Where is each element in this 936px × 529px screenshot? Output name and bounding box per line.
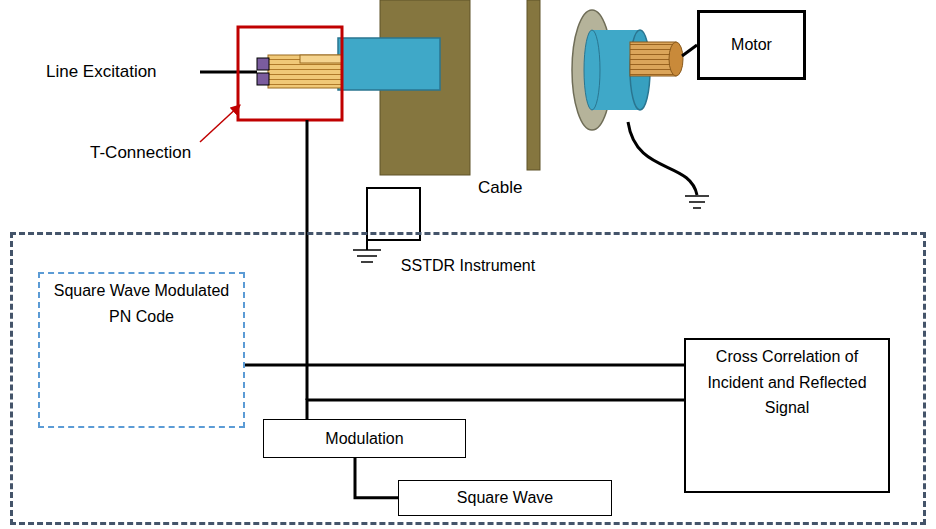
conductor-tip (669, 42, 683, 76)
cable-jacket-break (527, 0, 540, 170)
insulation-edge (584, 30, 600, 110)
correlator-box: Cross Correlation of Incident and Reflec… (684, 338, 890, 493)
motor-lead (682, 45, 697, 56)
insulation (338, 38, 440, 90)
ground-symbol (693, 207, 701, 209)
excitation-lead (200, 71, 257, 74)
ground-symbol (361, 261, 373, 263)
node-text: Cross Correlation of Incident and Reflec… (694, 344, 880, 421)
terminal (257, 73, 269, 85)
signal-label: Line Excitation (46, 62, 157, 82)
callout-arrow (200, 105, 240, 142)
signal-wire (307, 400, 684, 419)
ground-symbol (685, 195, 709, 197)
ground-symbol (689, 201, 705, 203)
ground-lead (366, 240, 368, 250)
node-text: Square Wave (457, 485, 553, 511)
tap-wire (306, 120, 309, 400)
t-connection-box (238, 27, 342, 120)
square-wave-box: Square Wave (398, 480, 612, 516)
conductor-strands (268, 55, 342, 88)
part-label: Cable (478, 178, 522, 198)
ground-wire (628, 122, 697, 195)
instrument-group: SSTDR InstrumentSquare Wave Modulated PN… (10, 232, 926, 525)
conductor-tab (300, 55, 342, 63)
signal-wire (355, 458, 398, 498)
motor-box: Motor (697, 10, 806, 80)
modulation-box: Modulation (263, 419, 466, 458)
callout-label: T-Connection (90, 143, 191, 163)
signal-wire (245, 364, 684, 367)
ground-symbol (357, 255, 377, 257)
node-text: Square Wave Modulated PN Code (48, 278, 235, 329)
ground-symbol (353, 249, 381, 251)
terminal (257, 58, 269, 70)
group-title: SSTDR Instrument (401, 253, 535, 279)
node-text: Motor (731, 32, 772, 58)
node-text: Modulation (325, 426, 403, 452)
code-generator-box: Square Wave Modulated PN Code (38, 272, 245, 428)
